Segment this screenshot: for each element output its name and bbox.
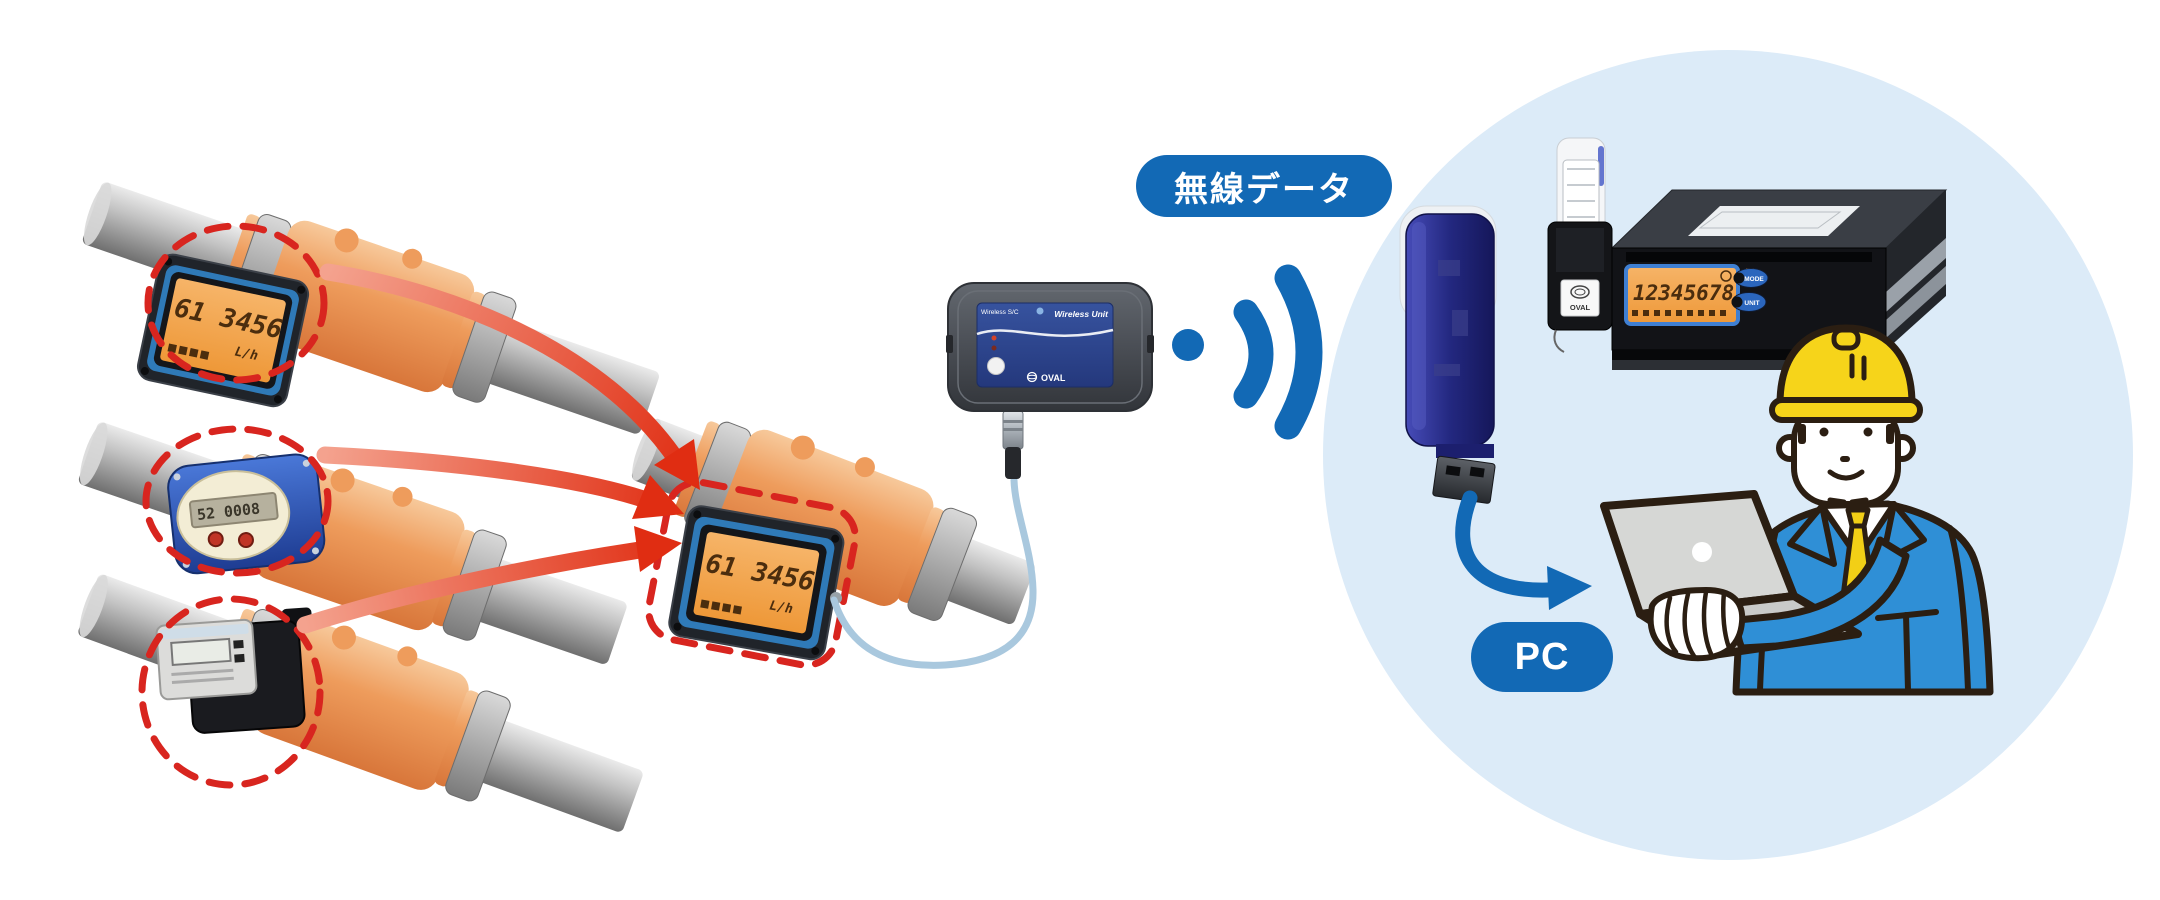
unit-button bbox=[987, 357, 1005, 375]
wireless-data-label: 無線データ bbox=[1136, 155, 1392, 217]
usb-dongle bbox=[1399, 205, 1497, 504]
central-lcd-unit: L/h bbox=[768, 598, 794, 617]
worker-helmet-brim bbox=[1769, 397, 1923, 423]
flow-meter-3-display bbox=[155, 607, 313, 734]
status-led-icon bbox=[991, 345, 997, 351]
unit-button: UNIT bbox=[1731, 292, 1767, 312]
lcd-info-icon bbox=[1720, 270, 1732, 282]
worker-nose bbox=[1840, 456, 1850, 462]
highlight-meter-3 bbox=[138, 595, 324, 789]
worker-collar-left bbox=[1787, 503, 1837, 567]
wireless-signal-icon bbox=[1172, 264, 1323, 440]
unit-button-label: UNIT bbox=[1744, 300, 1759, 307]
worker-eye bbox=[1819, 427, 1829, 437]
pc-label-text: PC bbox=[1514, 635, 1570, 678]
signal-cable bbox=[830, 476, 1037, 669]
worker-illustration bbox=[1600, 324, 1994, 696]
worker-mouth bbox=[1827, 469, 1865, 481]
mode-button: MODE bbox=[1733, 268, 1769, 288]
arrow-head-2 bbox=[632, 475, 684, 519]
status-led-icon bbox=[991, 335, 997, 341]
highlight-meter-1 bbox=[144, 222, 328, 384]
wireless-unit-model-label: Wireless S/C bbox=[981, 309, 1019, 316]
mode-button-label: MODE bbox=[1744, 276, 1764, 283]
wireless-unit: Wireless S/C Wireless Unit OVAL bbox=[946, 282, 1154, 479]
flow-meter-central-display: 61 3456 L/h bbox=[668, 505, 845, 661]
panel-meter: 12345678 MODE UNIT bbox=[1547, 137, 1948, 370]
worker-hand bbox=[1647, 587, 1746, 662]
arrow-from-meter-3 bbox=[296, 541, 649, 634]
pc-label: PC bbox=[1471, 622, 1613, 692]
wireless-unit-model-dot-icon bbox=[1036, 307, 1044, 315]
usb-to-pc-arrow bbox=[1455, 490, 1592, 610]
laptop-logo-icon bbox=[1692, 542, 1712, 562]
oval-logo-icon bbox=[1570, 285, 1590, 299]
wireless-data-label-text: 無線データ bbox=[1174, 170, 1354, 209]
worker-eye bbox=[1863, 427, 1873, 437]
wireless-unit-title: Wireless Unit bbox=[1054, 309, 1109, 319]
arrow-from-meter-1 bbox=[319, 263, 687, 471]
red-arrows bbox=[296, 263, 700, 634]
highlight-meter-2 bbox=[142, 425, 332, 577]
wireless-unit-brand: OVAL bbox=[1041, 373, 1066, 383]
flow-meter-2-display: 52 0008 bbox=[167, 453, 326, 575]
meter1-lcd-unit: L/h bbox=[233, 344, 259, 364]
arrow-head-3 bbox=[634, 526, 682, 572]
arrow-head-1 bbox=[654, 439, 700, 490]
usb-holder-brand: OVAL bbox=[1570, 303, 1591, 312]
arrow-from-meter-2 bbox=[316, 446, 661, 511]
panel-meter-lcd-value: 12345678 bbox=[1633, 281, 1734, 305]
